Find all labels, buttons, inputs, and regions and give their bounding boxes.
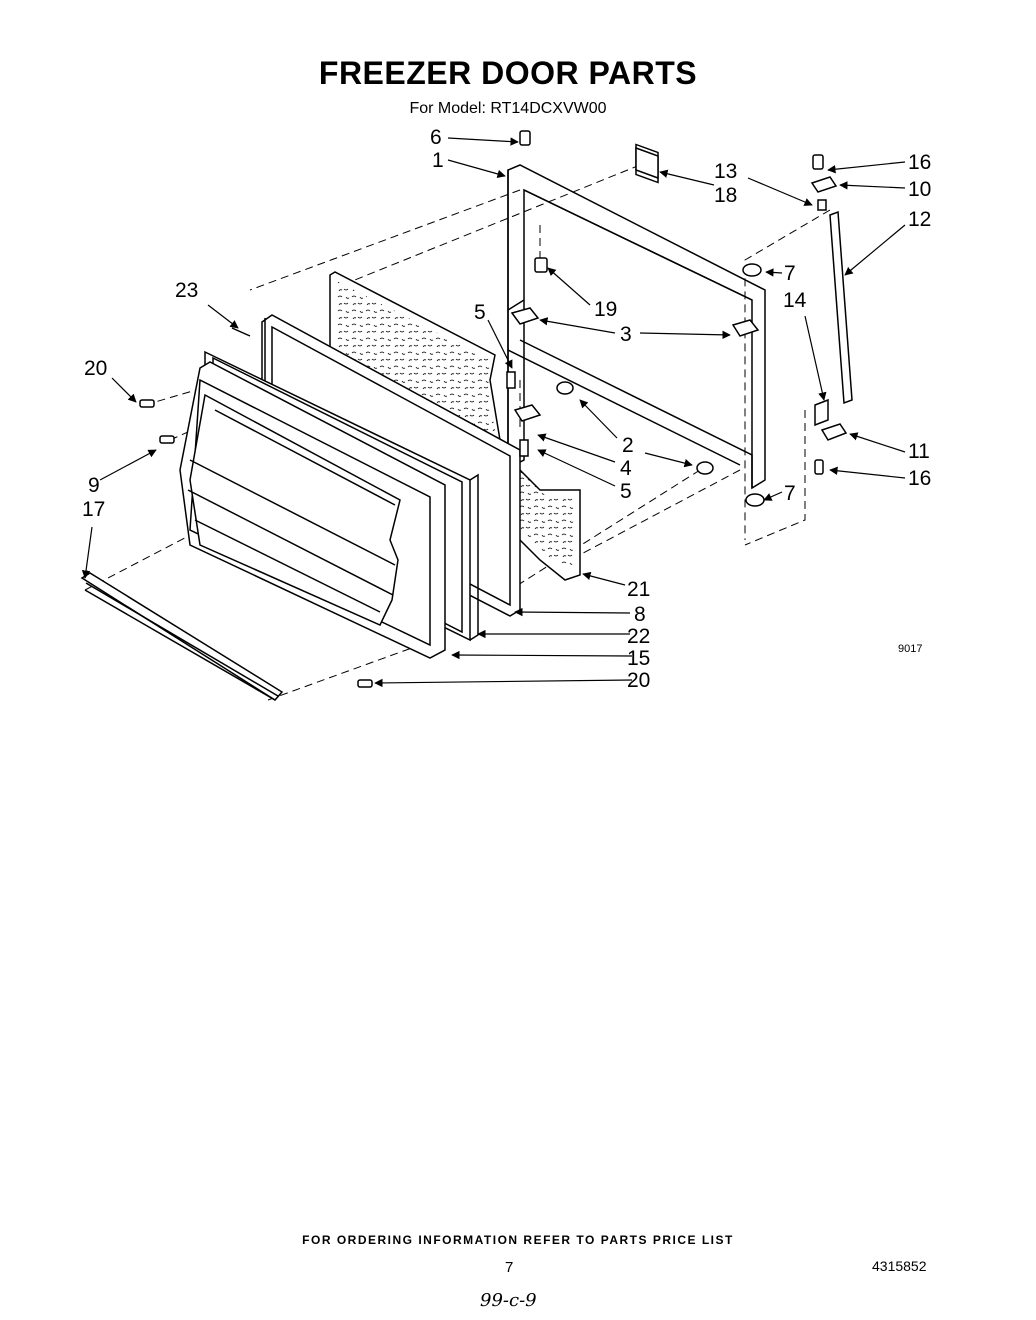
callout-9: 9 (88, 474, 100, 497)
callout-5-lower: 5 (620, 480, 632, 503)
callout-22: 22 (627, 625, 650, 648)
document-number: 4315852 (872, 1258, 927, 1274)
door-frame (507, 164, 766, 490)
callout-18: 18 (714, 184, 737, 207)
callout-15: 15 (627, 647, 650, 670)
callout-11: 11 (908, 440, 930, 463)
door-liner (179, 361, 446, 659)
handwritten-note: 99-c-9 (480, 1290, 537, 1311)
callout-23: 23 (175, 279, 198, 302)
callout-3: 3 (620, 323, 632, 346)
callout-14: 14 (783, 289, 807, 312)
door-trim-strip (80, 572, 284, 701)
callout-16-top: 16 (908, 151, 931, 174)
callout-20-bottom: 20 (627, 669, 650, 692)
callout-12: 12 (908, 208, 931, 231)
callout-6: 6 (430, 126, 442, 149)
callout-5-upper: 5 (474, 301, 486, 324)
callout-19: 19 (594, 298, 617, 321)
callout-2: 2 (622, 434, 634, 457)
callout-20-left: 20 (84, 357, 107, 380)
callout-17: 17 (82, 498, 105, 521)
diagram-code: 9017 (898, 643, 922, 655)
callout-13: 13 (714, 160, 737, 183)
callout-4: 4 (620, 457, 632, 480)
ordering-note: FOR ORDERING INFORMATION REFER TO PARTS … (302, 1233, 734, 1247)
callout-leaders (81, 137, 906, 688)
callout-16-bottom: 16 (908, 467, 931, 490)
part-callouts: 6 1 13 18 16 10 12 7 14 19 3 5 23 20 9 1… (82, 126, 931, 692)
assembly-guide-lines (84, 164, 831, 701)
callout-7-top: 7 (784, 262, 796, 285)
hinge-hardware (139, 130, 853, 688)
callout-8: 8 (634, 603, 646, 626)
callout-7-bottom: 7 (784, 482, 796, 505)
page-title: FREEZER DOOR PARTS (318, 55, 698, 91)
model-subtitle: For Model: RT14DCXVW00 (409, 100, 607, 117)
callout-10: 10 (908, 178, 931, 201)
callout-1: 1 (432, 149, 444, 172)
page-number: 7 (505, 1259, 514, 1276)
callout-21: 21 (627, 578, 650, 601)
